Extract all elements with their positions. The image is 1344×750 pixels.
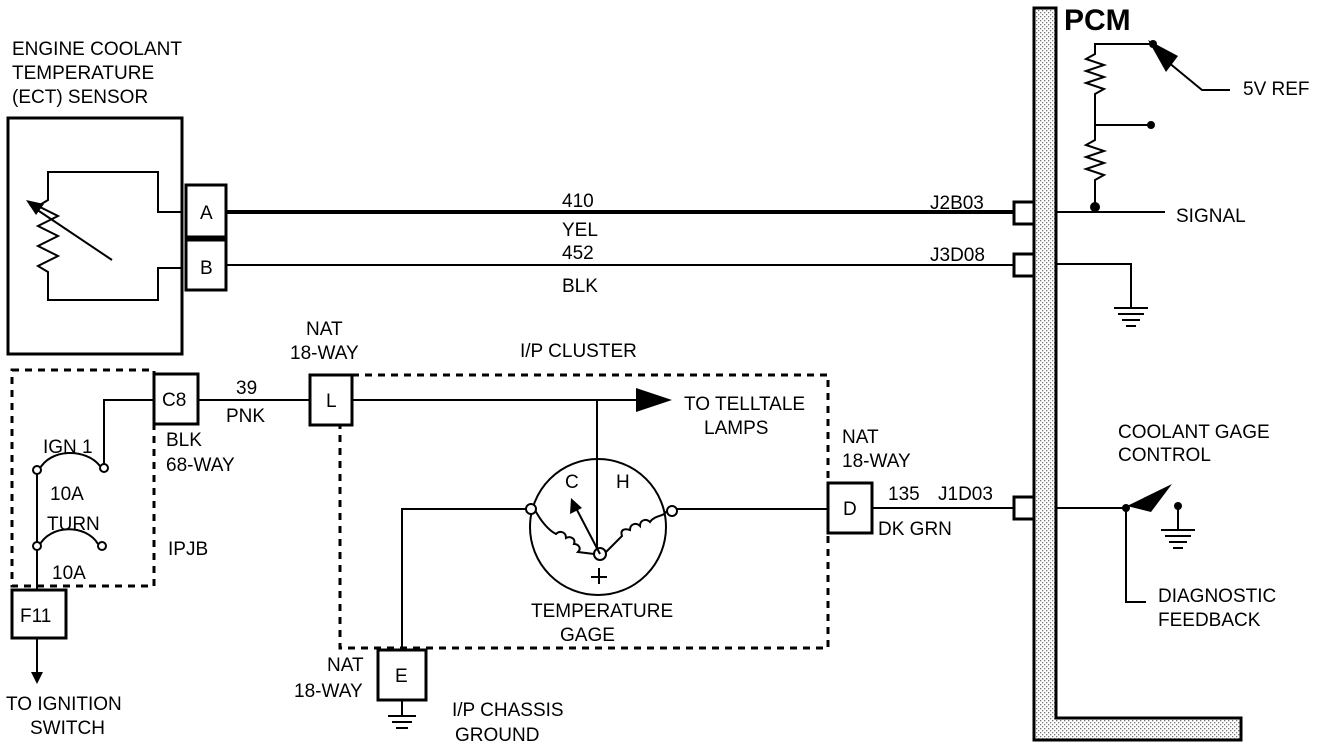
pcm-pin-j3d08-label: J3D08: [930, 245, 985, 266]
diagnostic-feedback-label-1: DIAGNOSTIC: [1158, 586, 1276, 607]
ect-sensor-label-2: TEMPERATURE: [12, 63, 154, 84]
wire-c8-to-fuse: [103, 399, 154, 468]
ignition-arrow: [31, 672, 43, 684]
fuse-turn: [38, 528, 99, 547]
connector-c8-type-2: 68-WAY: [166, 455, 235, 476]
connector-e-type-2: 18-WAY: [294, 681, 363, 702]
pcm-pin-j2b03: [1012, 200, 1036, 226]
connector-e-label: E: [395, 666, 408, 687]
ipjb-label: IPJB: [168, 539, 208, 560]
pcm-pin-j1d03-label: J1D03: [938, 484, 993, 505]
ip-cluster-title: I/P CLUSTER: [520, 341, 637, 362]
fuse-turn-name: TURN: [47, 514, 100, 535]
fuse-ign1-rating: 10A: [50, 484, 84, 505]
fuse-ign1-name: IGN 1: [43, 437, 93, 458]
connector-d-label: D: [843, 499, 857, 520]
ignition-label-2: SWITCH: [30, 718, 105, 739]
pcm-pin-j1d03: [1012, 495, 1036, 521]
coolant-gage-control-label-2: CONTROL: [1118, 445, 1211, 466]
pcm-5v-ref-label: 5V REF: [1243, 79, 1310, 100]
ect-sensor-label-3: (ECT) SENSOR: [12, 87, 148, 108]
telltale-label-1: TO TELLTALE: [684, 394, 805, 415]
ect-sensor-label-1: ENGINE COOLANT: [12, 39, 182, 60]
gage-hot-label: H: [616, 472, 630, 493]
wire-39-circuit: 39: [236, 378, 257, 399]
wire-39-color: PNK: [226, 406, 265, 427]
ect-pin-a: [184, 183, 228, 239]
connector-c8: [152, 372, 200, 426]
connector-f11: [10, 588, 68, 640]
wire-135-circuit: 135: [888, 484, 920, 505]
chassis-ground-label-2: GROUND: [455, 725, 539, 746]
wire-410-circuit: 410: [562, 191, 594, 212]
pcm-signal-label: SIGNAL: [1176, 206, 1246, 227]
gage-label-1: TEMPERATURE: [531, 601, 673, 622]
wire-gage-to-ground: [401, 508, 526, 650]
connector-l-type-1: NAT: [306, 319, 343, 340]
chassis-ground-label-1: I/P CHASSIS: [452, 700, 564, 721]
ipjb-dashed-box: [10, 368, 156, 588]
pcm-module-outline: [1032, 6, 1243, 742]
ect-sensor-box: [6, 116, 184, 356]
chassis-ground-symbol: [388, 715, 416, 729]
gage-cold-label: C: [565, 472, 579, 493]
telltale-arrow: [636, 388, 672, 412]
ect-pin-a-label: A: [200, 203, 213, 224]
telltale-label-2: LAMPS: [704, 418, 768, 439]
pcm-pin-j3d08: [1012, 252, 1036, 278]
temperature-gage: [525, 458, 678, 596]
connector-l-type-2: 18-WAY: [290, 343, 359, 364]
wire-452-circuit: 452: [562, 243, 594, 264]
connector-c8-type-1: BLK: [166, 430, 202, 451]
gage-label-2: GAGE: [560, 625, 615, 646]
wire-452-color: BLK: [562, 276, 598, 297]
ip-cluster-dashed-box: [338, 373, 830, 650]
fuse-turn-rating: 10A: [52, 563, 86, 584]
fuse-ign1: [38, 452, 101, 471]
ignition-label-1: TO IGNITION: [6, 694, 122, 715]
wire-410-color: YEL: [562, 220, 598, 241]
ect-pin-b-label: B: [200, 258, 213, 279]
connector-e-type-1: NAT: [327, 655, 364, 676]
pcm-title: PCM: [1064, 4, 1131, 37]
coolant-gage-control-label-1: COOLANT GAGE: [1118, 422, 1270, 443]
connector-d-type-2: 18-WAY: [842, 451, 911, 472]
connector-d-type-1: NAT: [842, 427, 879, 448]
thermistor-symbol: [26, 171, 182, 301]
pcm-pin-j2b03-label: J2B03: [930, 193, 984, 214]
connector-l-label: L: [326, 391, 337, 412]
connector-f11-label: F11: [20, 606, 51, 627]
connector-d: [826, 481, 874, 535]
wire-135-color: DK GRN: [878, 519, 952, 540]
connector-c8-label: C8: [162, 390, 186, 411]
pcm-reference-network: [1056, 40, 1230, 603]
diagnostic-feedback-label-2: FEEDBACK: [1158, 610, 1261, 631]
